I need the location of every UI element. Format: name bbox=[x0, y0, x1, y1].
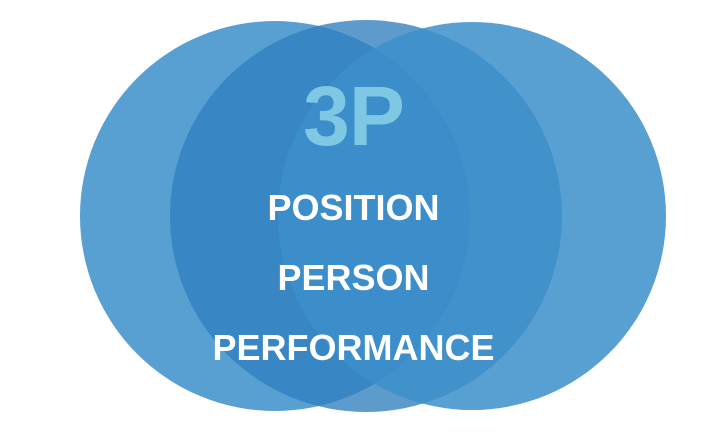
label-performance: PERFORMANCE bbox=[212, 327, 495, 368]
label-person: PERSON bbox=[277, 257, 430, 298]
right-circle bbox=[278, 22, 666, 410]
headline-3p: 3P bbox=[303, 69, 405, 163]
label-position: POSITION bbox=[267, 187, 440, 228]
